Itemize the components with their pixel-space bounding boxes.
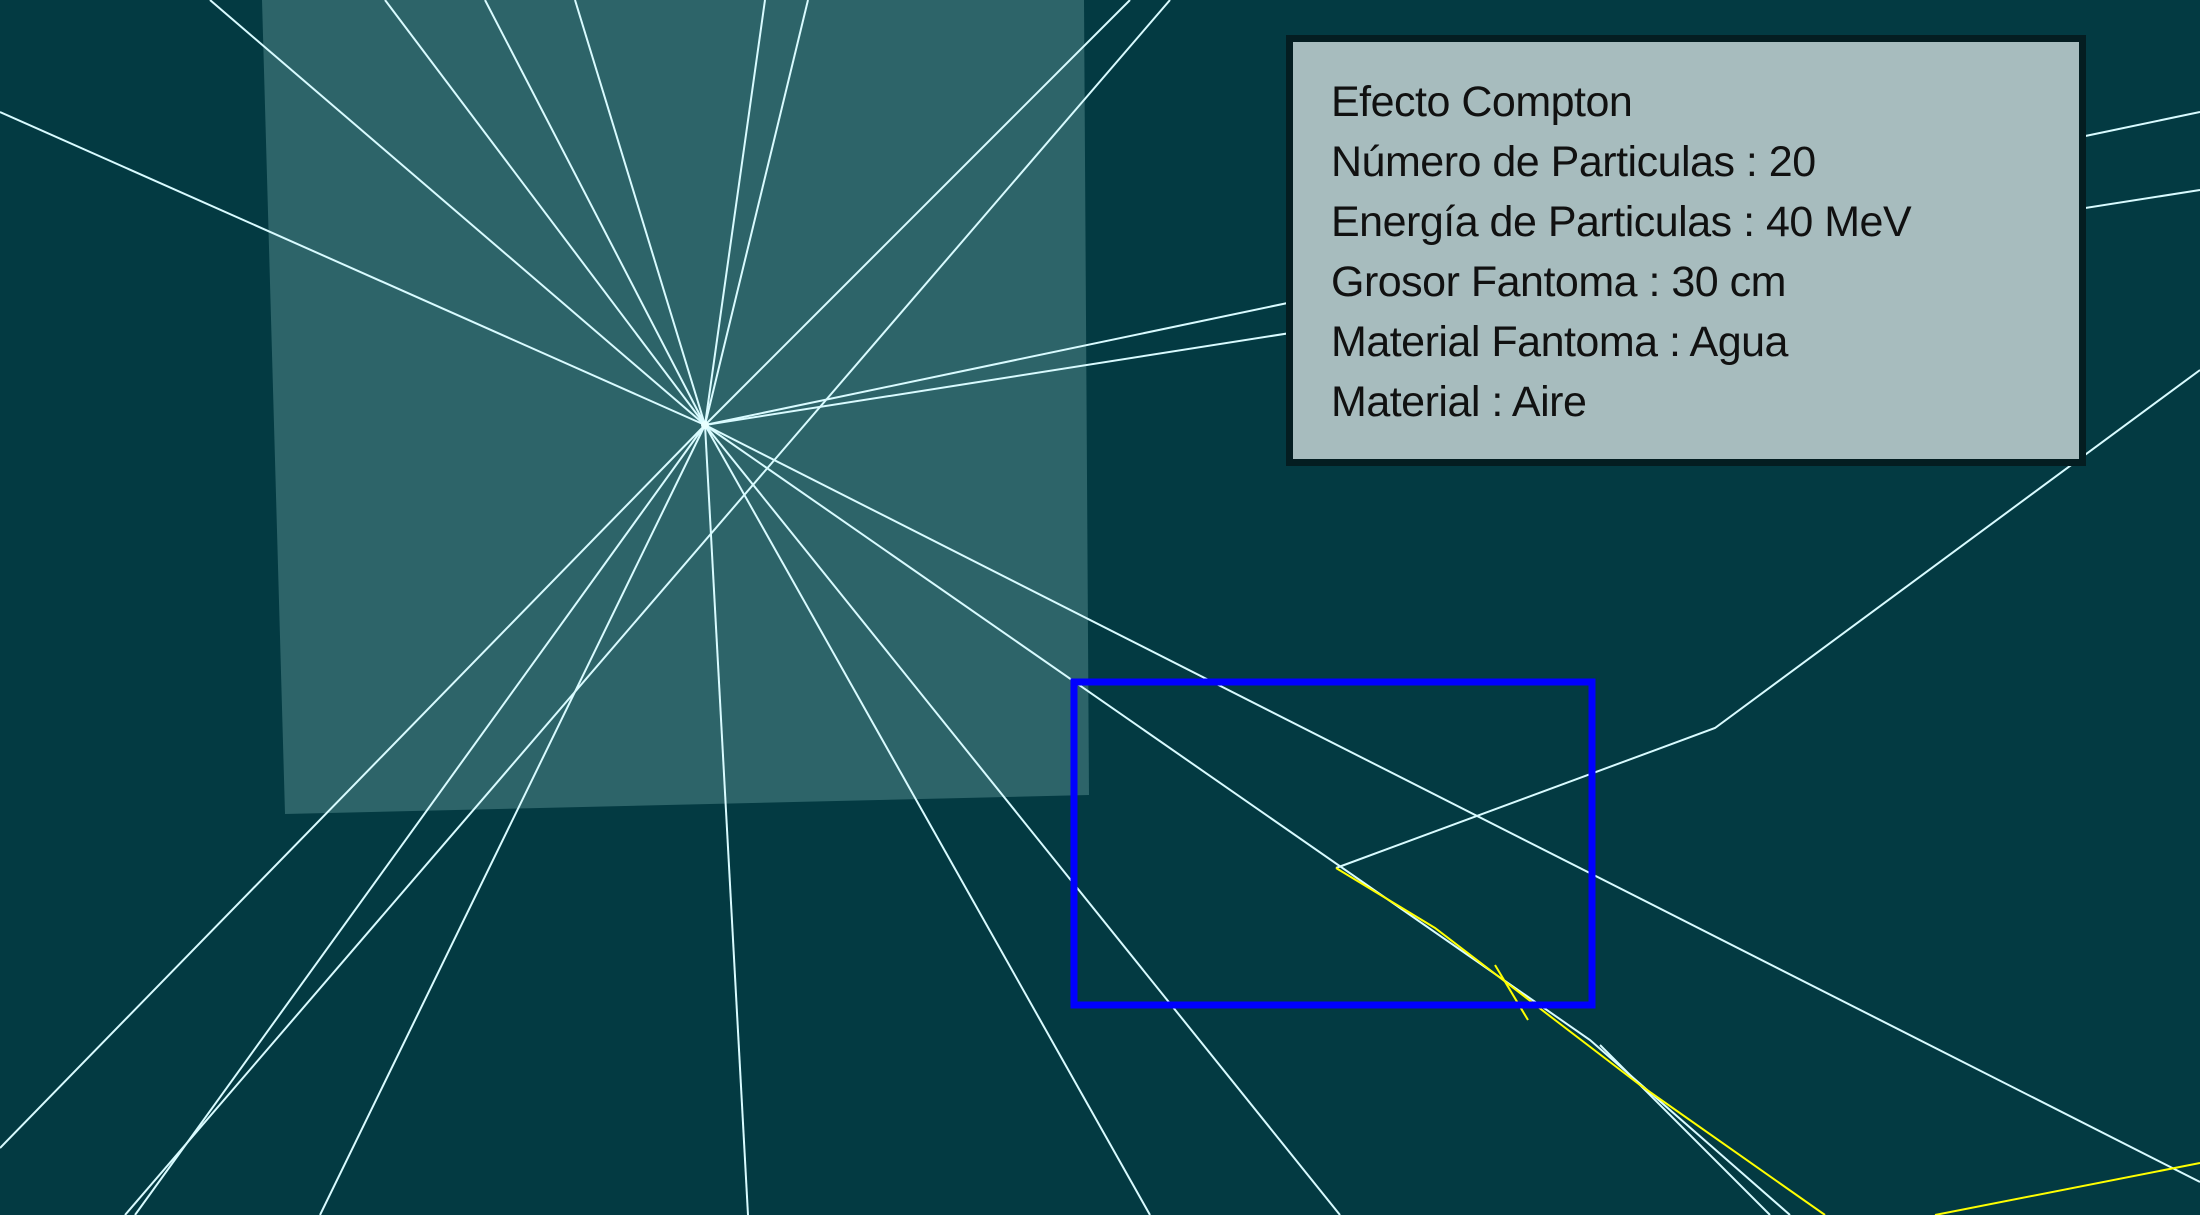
track <box>704 0 1131 426</box>
track <box>704 0 766 426</box>
electron-track <box>1335 867 1826 1215</box>
water-phantom <box>262 0 1089 814</box>
track <box>1599 1044 1771 1215</box>
secondary-tracks <box>1335 867 2200 1215</box>
info-panel: Efecto Compton Número de Particulas : 20… <box>1286 35 2086 466</box>
track <box>574 0 706 426</box>
track <box>704 424 1151 1215</box>
particle-energy-label: Energía de Particulas : 40 MeV <box>1331 198 1912 246</box>
track <box>704 424 1791 1215</box>
track <box>319 424 706 1215</box>
panel-title: Efecto Compton <box>1331 78 1633 126</box>
track <box>704 424 749 1215</box>
phantom-material-label: Material Fantoma : Agua <box>1331 318 1788 366</box>
track <box>0 424 706 1149</box>
particle-count-label: Número de Particulas : 20 <box>1331 138 1816 186</box>
interaction-vertex-icon <box>701 421 709 429</box>
track <box>134 424 706 1215</box>
track <box>484 0 706 426</box>
highlight-box <box>1070 678 1596 1009</box>
phantom-thickness-label: Grosor Fantoma : 30 cm <box>1331 258 1787 306</box>
world-material-label: Material : Aire <box>1331 378 1587 426</box>
track <box>704 424 2200 1183</box>
track <box>1335 369 2200 869</box>
electron-track <box>1494 964 1529 1021</box>
track <box>209 0 706 426</box>
track <box>0 111 706 426</box>
track <box>704 424 1341 1215</box>
track <box>384 0 706 426</box>
electron-track <box>1934 1162 2200 1215</box>
track <box>124 0 1171 1215</box>
track <box>704 0 809 426</box>
